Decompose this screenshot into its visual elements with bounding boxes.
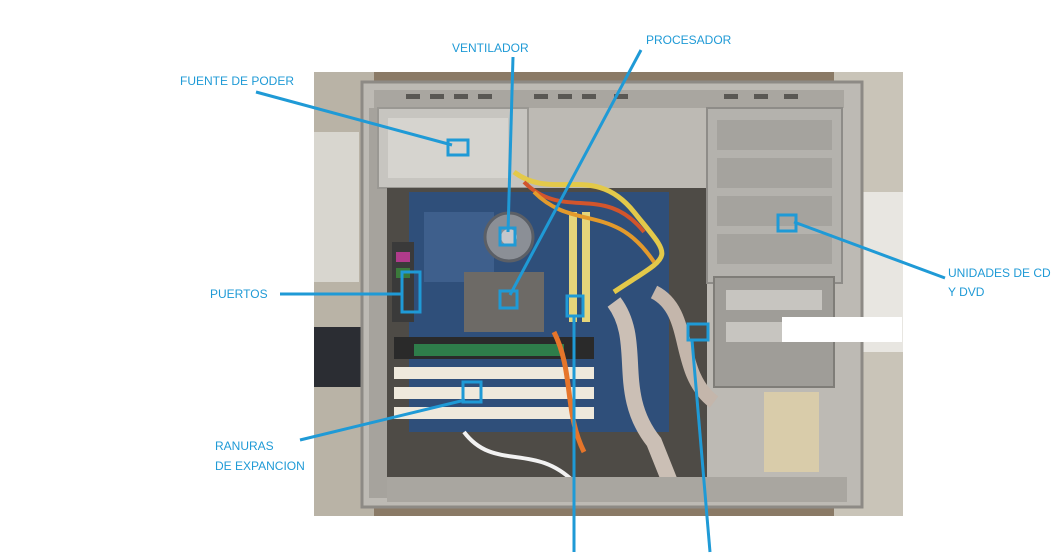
ranuras-leader-line <box>299 398 466 442</box>
label-ranuras: RANURAS <box>215 439 274 453</box>
unidades-marker <box>776 213 798 233</box>
fuente-marker <box>446 138 470 157</box>
cable-marker <box>686 322 710 342</box>
procesador-marker <box>498 289 519 310</box>
label-unidades-cd: UNIDADES DE CD <box>948 266 1051 280</box>
ventilador-leader-line <box>506 56 515 233</box>
fuente-leader-line <box>255 90 453 147</box>
label-ventilador: VENTILADOR <box>452 41 529 55</box>
puertos-marker <box>400 270 422 314</box>
ranuras-marker <box>461 380 483 404</box>
label-procesador: PROCESADOR <box>646 33 732 47</box>
pc-case-photo <box>314 72 903 516</box>
label-fuente-de-poder: FUENTE DE PODER <box>180 74 295 88</box>
label-puertos: PUERTOS <box>210 287 268 301</box>
pc-case-illustration <box>314 72 903 516</box>
ventilador-marker <box>498 226 517 247</box>
unidades-leader-line <box>793 220 946 280</box>
memory-marker <box>565 294 585 318</box>
cable-leader-line <box>690 339 712 553</box>
label-de-expancion: DE EXPANCION <box>215 459 305 473</box>
procesador-leader-line <box>508 49 643 296</box>
label-unidades-dvd: Y DVD <box>948 285 985 299</box>
